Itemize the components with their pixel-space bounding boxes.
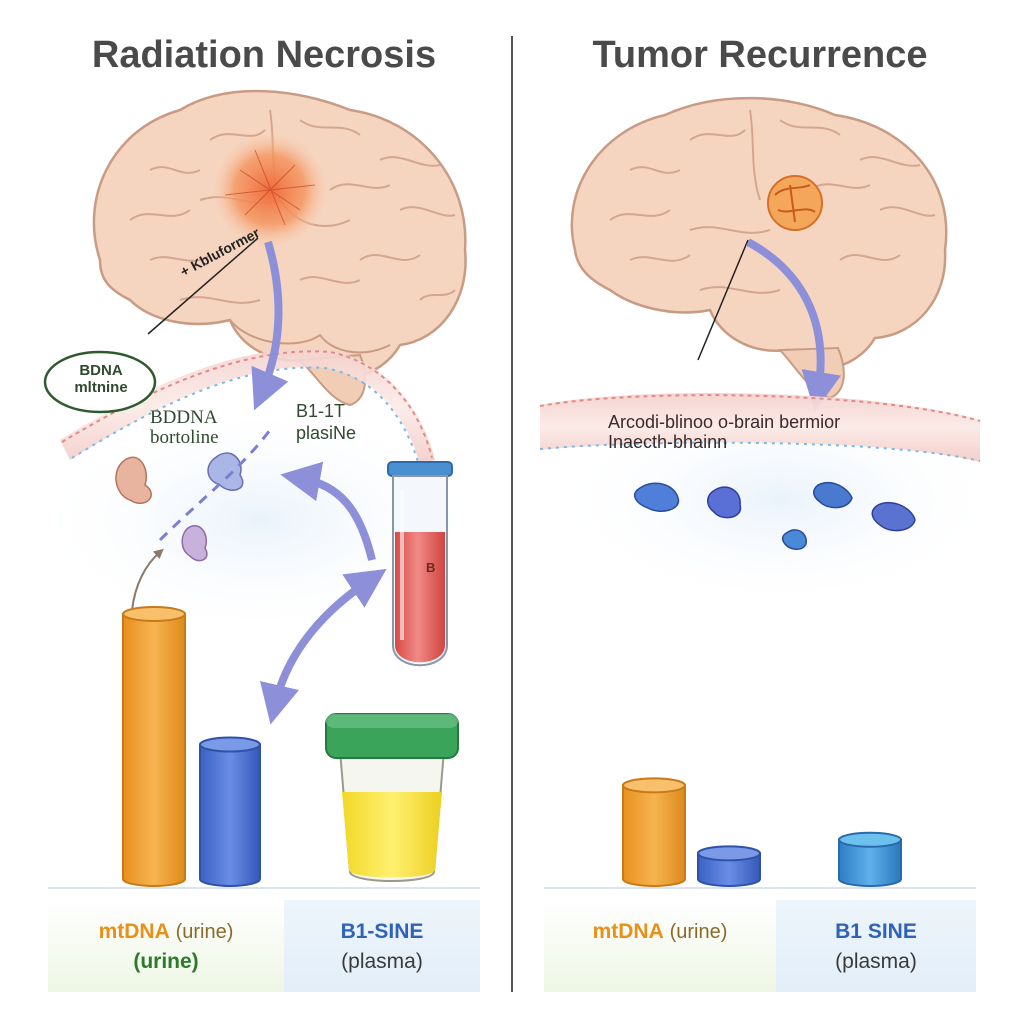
legend-mtdna-paren: (urine)	[175, 921, 234, 943]
bar-mtdna-small-right	[697, 845, 761, 887]
bar-mtdna-right	[622, 777, 686, 887]
bdna-line-2: bortoline	[150, 427, 219, 448]
release-arrow-right	[746, 238, 842, 412]
bubble-line-1: BDNA	[79, 362, 123, 379]
b1-line-1: B1-1T	[296, 401, 346, 421]
legend-mtdna-paren-right: (urine)	[669, 921, 728, 943]
legend-b1sine: B1-SINE (plasma)	[284, 920, 480, 974]
legend-b1sine-paren-right: (plasma)	[835, 950, 917, 973]
left-panel-title: Radiation Necrosis	[91, 34, 437, 76]
bdna-line-1: BDDNA	[150, 407, 218, 428]
blood-tube-icon	[387, 461, 453, 667]
bar-b1sine	[199, 736, 261, 887]
bar-mtdna	[122, 606, 186, 887]
release-arrow	[251, 240, 289, 411]
bubble	[43, 350, 157, 414]
barrier-line-1: Arcodi-blinoo o-brain bermior	[608, 412, 841, 432]
legend-mtdna: mtDNA (urine) (urine)	[48, 920, 284, 974]
legend-b1sine-paren: (plasma)	[341, 950, 423, 973]
tumor-mass	[767, 175, 823, 231]
urine-arrow	[260, 568, 387, 725]
legend-b1sine-name: B1-SINE	[340, 920, 424, 943]
legend-b1sine-right: B1 SINE (plasma)	[776, 920, 976, 974]
barrier-label: Arcodi-blinoo o-brain bermior Inaecth-bh…	[608, 412, 840, 452]
pointer-line	[147, 237, 259, 335]
legend-mtdna-name-right: mtDNA	[592, 920, 664, 943]
bdna-label: BDDNA bortoline	[150, 408, 219, 448]
b1-line-2: plasiNe	[296, 423, 357, 443]
blood-brain-barrier	[540, 393, 980, 462]
bar-group-right	[622, 777, 902, 887]
transport-path	[158, 429, 272, 542]
bubble-line-2: mltnine	[74, 379, 128, 396]
bar-group-left	[122, 606, 261, 887]
legend-cell-b1sine-right	[776, 900, 976, 992]
legend-b1sine-name-right: B1 SINE	[835, 920, 917, 943]
legend-mtdna-right: mtDNA (urine)	[544, 920, 776, 944]
tube-mark: B	[426, 560, 436, 575]
bar-b1sine-right	[838, 831, 902, 887]
urine-cup-icon	[325, 713, 459, 882]
pointer-line-right	[697, 239, 749, 361]
barrier-line-2: Inaecth-bhainn	[608, 432, 728, 452]
rise-arrow	[131, 548, 164, 611]
blood-vessel	[60, 348, 435, 465]
brain-icon	[92, 89, 467, 407]
bubble-label: BDNA mltnine	[70, 362, 132, 396]
legend-cell-b1sine	[284, 900, 480, 992]
legend-mtdna-second: (urine)	[133, 950, 199, 973]
legend-cell-mtdna	[48, 900, 284, 992]
b1-label: B1-1T plasiNe	[296, 400, 356, 444]
plasma-arrow	[280, 461, 376, 561]
dna-fragments-right	[633, 481, 916, 550]
legend-mtdna-name: mtDNA	[98, 920, 170, 943]
right-panel-title: Tumor Recurrence	[592, 34, 928, 76]
dna-fragments	[115, 452, 244, 562]
legend-cell-mtdna-right	[544, 900, 776, 992]
